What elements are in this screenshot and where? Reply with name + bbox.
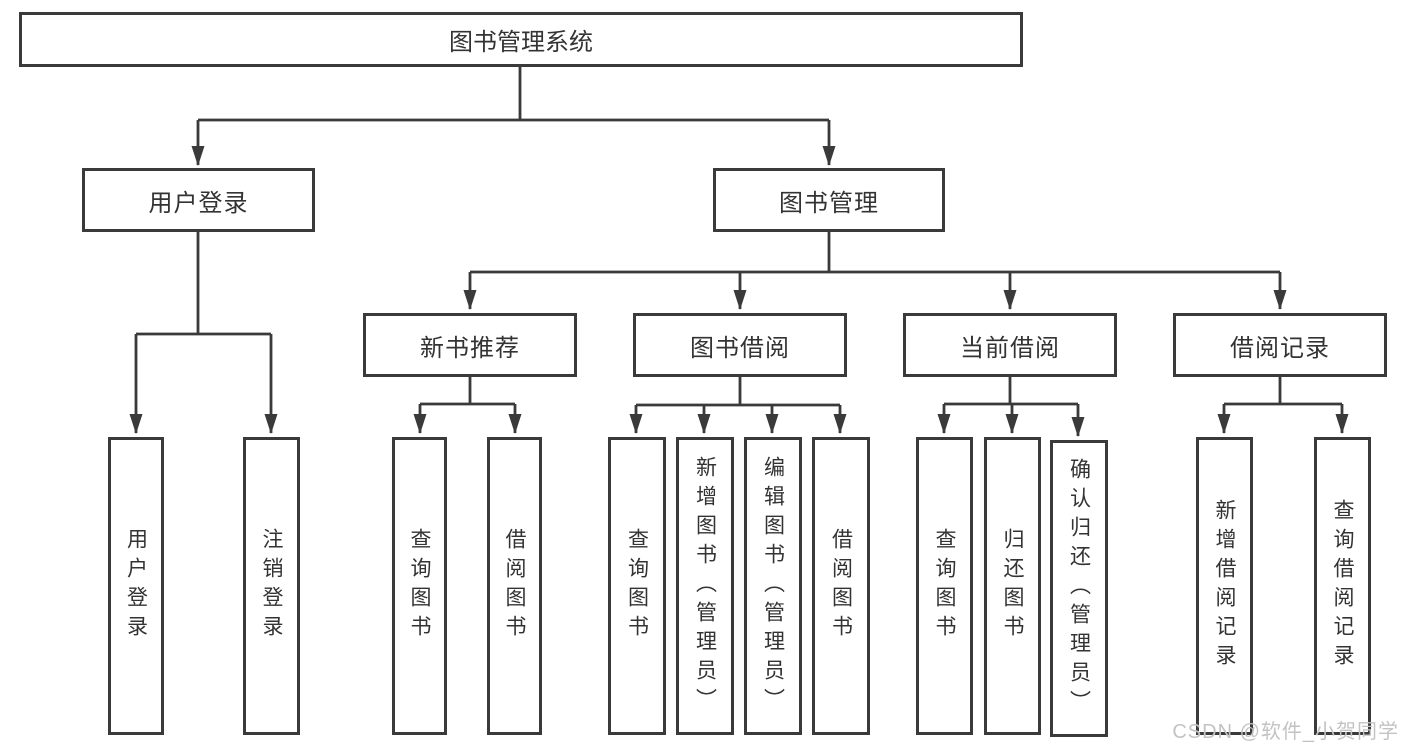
connector-root-rail [198,67,829,122]
leaf-borrow-borrow-book-label: 借阅图书 [829,528,853,644]
leaf-user-login-label: 用户登录 [124,528,148,644]
node-borrow-records-label: 借阅记录 [1230,334,1330,362]
node-current-borrow-label: 当前借阅 [960,334,1060,362]
leaf-borrow-add-book-admin-label: 新增图书（管理员） [693,455,717,717]
leaf-newrec-query-book: 查询图书 [392,437,447,735]
node-book-management-label: 图书管理 [779,189,879,217]
leaf-borrow-query-book: 查询图书 [608,437,666,735]
leaf-records-add-record-label: 新增借阅记录 [1213,499,1236,673]
csdn-watermark: CSDN @软件_小贺同学 [1172,721,1399,743]
node-book-borrow: 图书借阅 [633,313,847,377]
leaf-newrec-query-book-label: 查询图书 [408,528,431,644]
connector-new-book-rail [420,377,515,406]
connector-book-borrow-rail [636,377,840,407]
leaf-current-return-book-label: 归还图书 [1001,528,1024,644]
leaf-borrow-edit-book-admin: 编辑图书（管理员） [744,437,802,735]
node-new-book-recommend-label: 新书推荐 [420,334,520,362]
leaf-borrow-add-book-admin: 新增图书（管理员） [676,437,734,735]
leaf-newrec-borrow-book-label: 借阅图书 [503,528,526,644]
node-new-book-recommend: 新书推荐 [363,313,577,377]
node-current-borrow: 当前借阅 [903,313,1117,377]
node-borrow-records: 借阅记录 [1173,313,1387,377]
leaf-current-confirm-return-admin-label: 确认归还（管理员） [1067,458,1091,719]
connector-user-login-rail [136,232,271,336]
leaf-borrow-query-book-label: 查询图书 [625,528,649,644]
node-root-label: 图书管理系统 [449,29,593,56]
node-user-login: 用户登录 [82,168,315,232]
leaf-borrow-borrow-book: 借阅图书 [812,437,870,735]
node-user-login-label: 用户登录 [148,189,249,217]
leaf-current-query-book: 查询图书 [916,437,973,735]
connector-current-borrow-rail [944,377,1078,406]
leaf-user-login: 用户登录 [108,437,164,735]
leaf-current-confirm-return-admin: 确认归还（管理员） [1050,440,1108,737]
node-root: 图书管理系统 [19,12,1023,67]
node-book-borrow-label: 图书借阅 [690,334,790,362]
leaf-newrec-borrow-book: 借阅图书 [487,437,542,735]
leaf-current-return-book: 归还图书 [984,437,1041,735]
leaf-records-add-record: 新增借阅记录 [1196,437,1253,735]
leaf-records-query-record: 查询借阅记录 [1314,437,1371,735]
leaf-records-query-record-label: 查询借阅记录 [1331,499,1354,673]
leaf-logout-label: 注销登录 [260,528,283,644]
connector-borrow-records-rail [1224,377,1342,406]
node-book-management: 图书管理 [713,168,945,232]
leaf-current-query-book-label: 查询图书 [933,528,956,644]
leaf-borrow-edit-book-admin-label: 编辑图书（管理员） [761,455,785,717]
connector-book-management-rail [470,232,1280,274]
leaf-logout: 注销登录 [243,437,300,735]
